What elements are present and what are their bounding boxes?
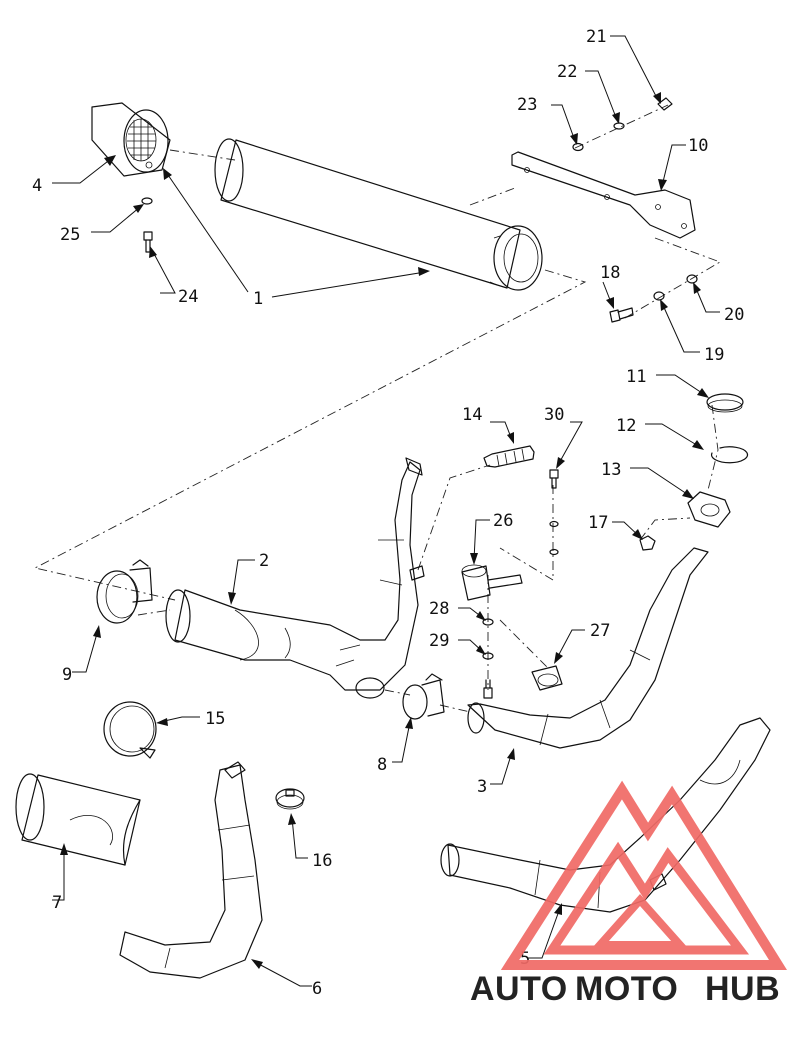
- part-28-washer: [482, 618, 494, 626]
- callout-30: 30: [544, 405, 564, 425]
- part-20-washer: [686, 274, 698, 284]
- part-27-clamp: [531, 665, 563, 691]
- part-11-gasket: [706, 393, 744, 413]
- part-13-flange: [687, 491, 731, 528]
- watermark-triangle-mark: [500, 780, 788, 970]
- part-3-head-pipe: [467, 547, 709, 749]
- callout-29: 29: [429, 631, 449, 651]
- leader-lines: [52, 35, 720, 987]
- part-14-sensor: [483, 445, 535, 468]
- callout-13: 13: [601, 460, 621, 480]
- callout-18: 18: [600, 263, 620, 283]
- part-17-nut: [639, 535, 656, 551]
- part-26-clamp: [461, 564, 523, 601]
- callout-25: 25: [60, 225, 80, 245]
- automotohub-watermark: AUTO MOTO HUB: [470, 780, 788, 1008]
- callout-7: 7: [52, 893, 62, 913]
- callout-3: 3: [477, 777, 487, 797]
- callout-19: 19: [704, 345, 724, 365]
- part-6-head-pipe: [119, 761, 263, 979]
- callout-1: 1: [253, 289, 263, 309]
- part-21-bolt: [657, 97, 673, 111]
- callout-17: 17: [588, 513, 608, 533]
- callout-6: 6: [312, 979, 322, 999]
- callout-24: 24: [178, 287, 198, 307]
- part-2-collector: [165, 457, 425, 699]
- callout-14: 14: [462, 405, 482, 425]
- callout-16: 16: [312, 851, 332, 871]
- callout-4: 4: [32, 176, 42, 196]
- callout-8: 8: [377, 755, 387, 775]
- callout-20: 20: [724, 305, 744, 325]
- part-16-clamp: [275, 788, 305, 810]
- part-15-clamp: [103, 701, 157, 759]
- part-12-retaining-ring: [710, 446, 749, 464]
- callout-15: 15: [205, 709, 225, 729]
- watermark-auto: AUTO: [470, 970, 568, 1008]
- callout-12: 12: [616, 416, 636, 436]
- part-4-end-cap: [91, 102, 171, 177]
- assembly-centerlines: [33, 104, 722, 713]
- callout-21: 21: [586, 27, 606, 47]
- callout-10: 10: [688, 136, 708, 156]
- part-19-washer: [653, 291, 665, 301]
- watermark-hub: HUB: [705, 970, 780, 1008]
- part-30-screw: [549, 469, 559, 556]
- part-9-clamp: [96, 559, 153, 624]
- callout-2: 2: [259, 551, 269, 571]
- callout-23: 23: [517, 95, 537, 115]
- part-1-muffler: [214, 138, 543, 291]
- callout-9: 9: [62, 665, 72, 685]
- callout-5: 5: [520, 949, 530, 969]
- callout-26: 26: [493, 511, 513, 531]
- callout-11: 11: [626, 367, 646, 387]
- part-10-bracket: [511, 151, 696, 239]
- watermark-moto: MOTO: [575, 970, 678, 1008]
- callout-27: 27: [590, 621, 610, 641]
- part-18-bolt: [609, 307, 634, 323]
- part-8-clamp: [402, 673, 445, 720]
- callout-22: 22: [557, 62, 577, 82]
- part-7-heat-shield: [15, 773, 141, 866]
- part-29-washer: [482, 652, 494, 699]
- callout-labels: 4 25 24 1 21 22 23 10 18 20 19 11 12 13 …: [32, 27, 744, 999]
- callout-28: 28: [429, 599, 449, 619]
- part-25-washer: [141, 197, 153, 205]
- part-23-nut: [572, 142, 584, 152]
